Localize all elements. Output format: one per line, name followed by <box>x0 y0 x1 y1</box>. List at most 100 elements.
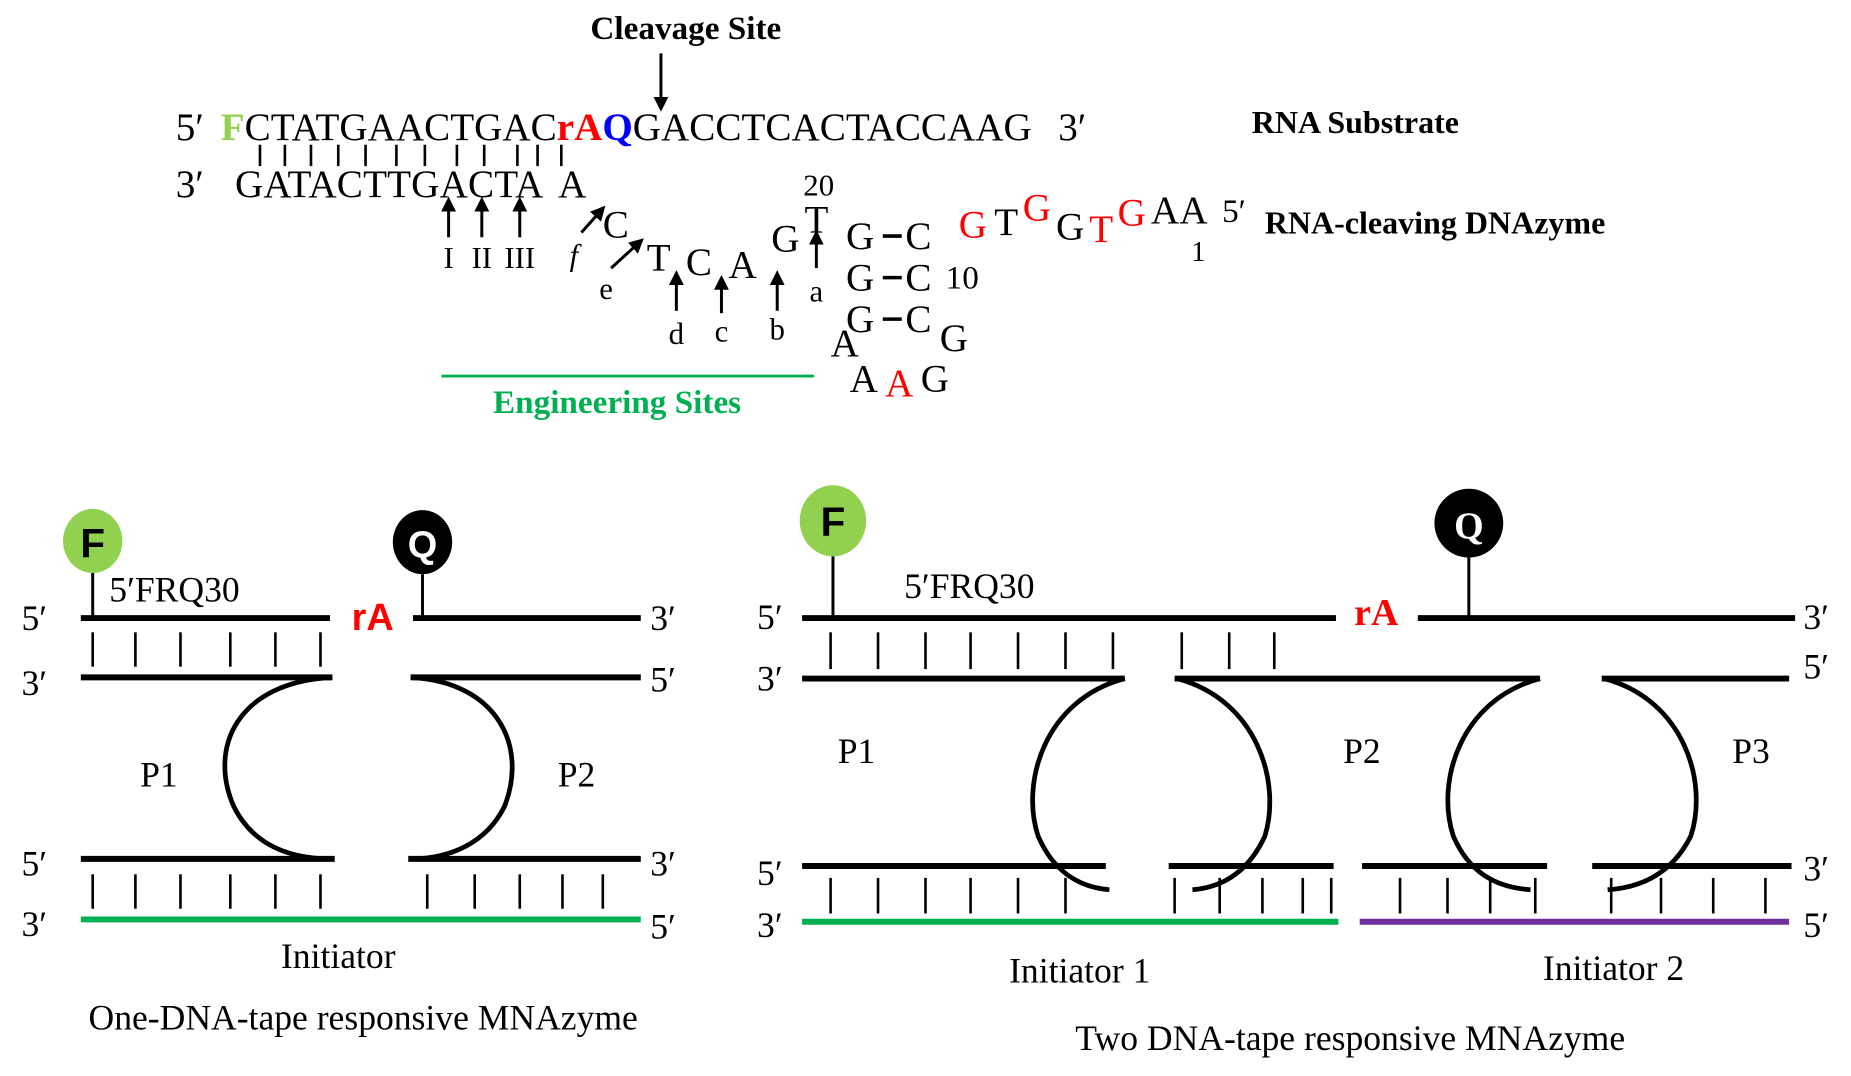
partzyme-label-P1: P1 <box>140 755 178 795</box>
hairpin-loop-letter: G <box>940 317 968 360</box>
end-label: 5′ <box>757 597 783 637</box>
initiator-label: Initiator <box>281 936 396 976</box>
position-20: 20 <box>803 169 834 203</box>
core-letter: A <box>729 244 757 287</box>
base-pair-ticks <box>829 877 1767 914</box>
end-label: 3′ <box>757 905 783 945</box>
site-label-II: II <box>472 241 493 275</box>
cleavage-site-label: Cleavage Site <box>590 10 781 47</box>
core-letter: C <box>686 241 712 284</box>
site-label-a: a <box>810 274 824 308</box>
site-label-III: III <box>504 241 535 275</box>
ribo-adenosine: rA <box>557 106 603 149</box>
end-label: 3′ <box>650 598 676 638</box>
arm-letter: A <box>1151 189 1179 232</box>
catalytic-loop-p2b <box>1445 676 1541 893</box>
dnazyme-arm-seq: GATACTTGACTA <box>235 163 543 206</box>
stem-left: G <box>846 298 874 341</box>
site-label-c: c <box>715 315 729 349</box>
end-label: 5′ <box>1803 647 1829 687</box>
end-label: 3′ <box>757 658 783 698</box>
quencher-icon <box>392 510 453 575</box>
arm-letter: T <box>994 201 1018 244</box>
ribo-adenosine-label: rA <box>1354 592 1399 634</box>
fluorophore-icon <box>799 485 867 557</box>
catalytic-loop-p1 <box>1030 676 1126 893</box>
arm-letter: T <box>1089 208 1113 251</box>
arrow-diag-icon <box>610 238 644 270</box>
rna-substrate-label: RNA Substrate <box>1252 104 1459 140</box>
initiator-1-label: Initiator 1 <box>1009 950 1150 990</box>
hairpin-loop-letter: G <box>921 357 949 400</box>
catalytic-core: C T C A G T 20 <box>603 169 834 287</box>
probe-label: 5′FRQ30 <box>109 569 239 609</box>
end-label: 3′ <box>650 844 676 884</box>
hairpin-loop-letter: A <box>831 322 859 365</box>
hairpin-loop-letter-red: A <box>885 362 913 405</box>
substrate-5prime: 5′ <box>176 106 204 149</box>
core-letter: G <box>771 218 799 261</box>
stem-left: G <box>846 215 874 258</box>
quencher-Q: Q <box>602 106 632 149</box>
end-label: 5′ <box>650 906 676 946</box>
catalytic-loop-p2 <box>410 675 515 862</box>
core-letter: T <box>804 199 828 242</box>
partzyme-label-P2: P2 <box>558 755 596 795</box>
ribo-adenosine-label: rA <box>352 597 394 639</box>
dnazyme-3prime: 3′ <box>176 163 204 206</box>
dnazyme-arm-A: A <box>558 163 586 206</box>
roman-site-markers: I II III <box>441 196 535 275</box>
site-label-e: e <box>599 272 613 306</box>
core-letter: C <box>603 203 629 246</box>
end-label: 3′ <box>1803 597 1829 637</box>
quencher-letter: Q <box>408 525 438 567</box>
base-pair-ticks <box>91 632 322 667</box>
base-pair-ticks <box>91 874 605 909</box>
one-tape-mnazyme-panel: F Q 5′FRQ30 rA 5′ 3′ 3′ 5′ P1 P2 5′ 3′ 3… <box>22 508 676 1038</box>
quencher-letter: Q <box>1454 506 1484 548</box>
partzyme-label-P3: P3 <box>1732 731 1770 771</box>
letter-site-markers: f e d c b a <box>570 205 824 351</box>
base-pair-ticks <box>829 632 1276 670</box>
catalytic-loop-p3 <box>1603 676 1699 893</box>
end-label: 5′ <box>650 660 676 700</box>
partzyme-label-P1: P1 <box>838 731 876 771</box>
end-label: 3′ <box>22 663 48 703</box>
arrow-diag-icon <box>580 205 606 234</box>
fluorophore-letter: F <box>80 521 105 567</box>
stem-right: C <box>905 215 931 258</box>
stem-right: C <box>905 257 931 300</box>
hairpin-loop-letter: A <box>850 357 878 400</box>
probe-label: 5′FRQ30 <box>904 566 1034 606</box>
site-label-f: f <box>570 239 583 273</box>
end-label: 5′ <box>757 853 783 893</box>
stem-right: C <box>905 298 931 341</box>
partzyme-label-P2: P2 <box>1343 731 1381 771</box>
end-label: 5′ <box>1803 905 1829 945</box>
substrate-line: 5′ FCTATGAACTGACrAQGACCTCACTACCAAG 3′ <box>176 106 1087 149</box>
arm-letter: A <box>1179 189 1207 232</box>
end-label: 5′ <box>22 844 48 884</box>
end-label: 5′ <box>22 598 48 638</box>
top-dnazyme-schematic: Cleavage Site 5′ FCTATGAACTGACrAQGACCTCA… <box>176 10 1606 421</box>
catalytic-loop-p1 <box>222 675 333 862</box>
quencher-icon <box>1434 488 1504 558</box>
end-label: 3′ <box>1803 848 1829 888</box>
arm-letter: G <box>1118 191 1146 234</box>
site-label-b: b <box>769 312 784 346</box>
engineering-sites-label: Engineering Sites <box>493 384 741 421</box>
one-tape-caption: One-DNA-tape responsive MNAzyme <box>89 998 638 1038</box>
fluorophore-letter: F <box>821 499 846 545</box>
substrate-seq-right: GACCTCACTACCAAG <box>633 106 1032 149</box>
initiator-2-label: Initiator 2 <box>1543 948 1684 988</box>
end-label: 3′ <box>22 904 48 944</box>
base-pair-ticks <box>258 144 563 167</box>
substrate-seq-left: CTATGAACTGAC <box>245 106 557 149</box>
position-10: 10 <box>946 259 979 296</box>
two-tape-mnazyme-panel: F Q 5′FRQ30 rA 5′ 3′ 3′ 5′ P1 P2 P3 5′ 3… <box>757 485 1829 1058</box>
two-tape-caption: Two DNA-tape responsive MNAzyme <box>1075 1018 1625 1058</box>
arm-letter: G <box>1056 206 1084 249</box>
core-letter: T <box>647 236 671 279</box>
